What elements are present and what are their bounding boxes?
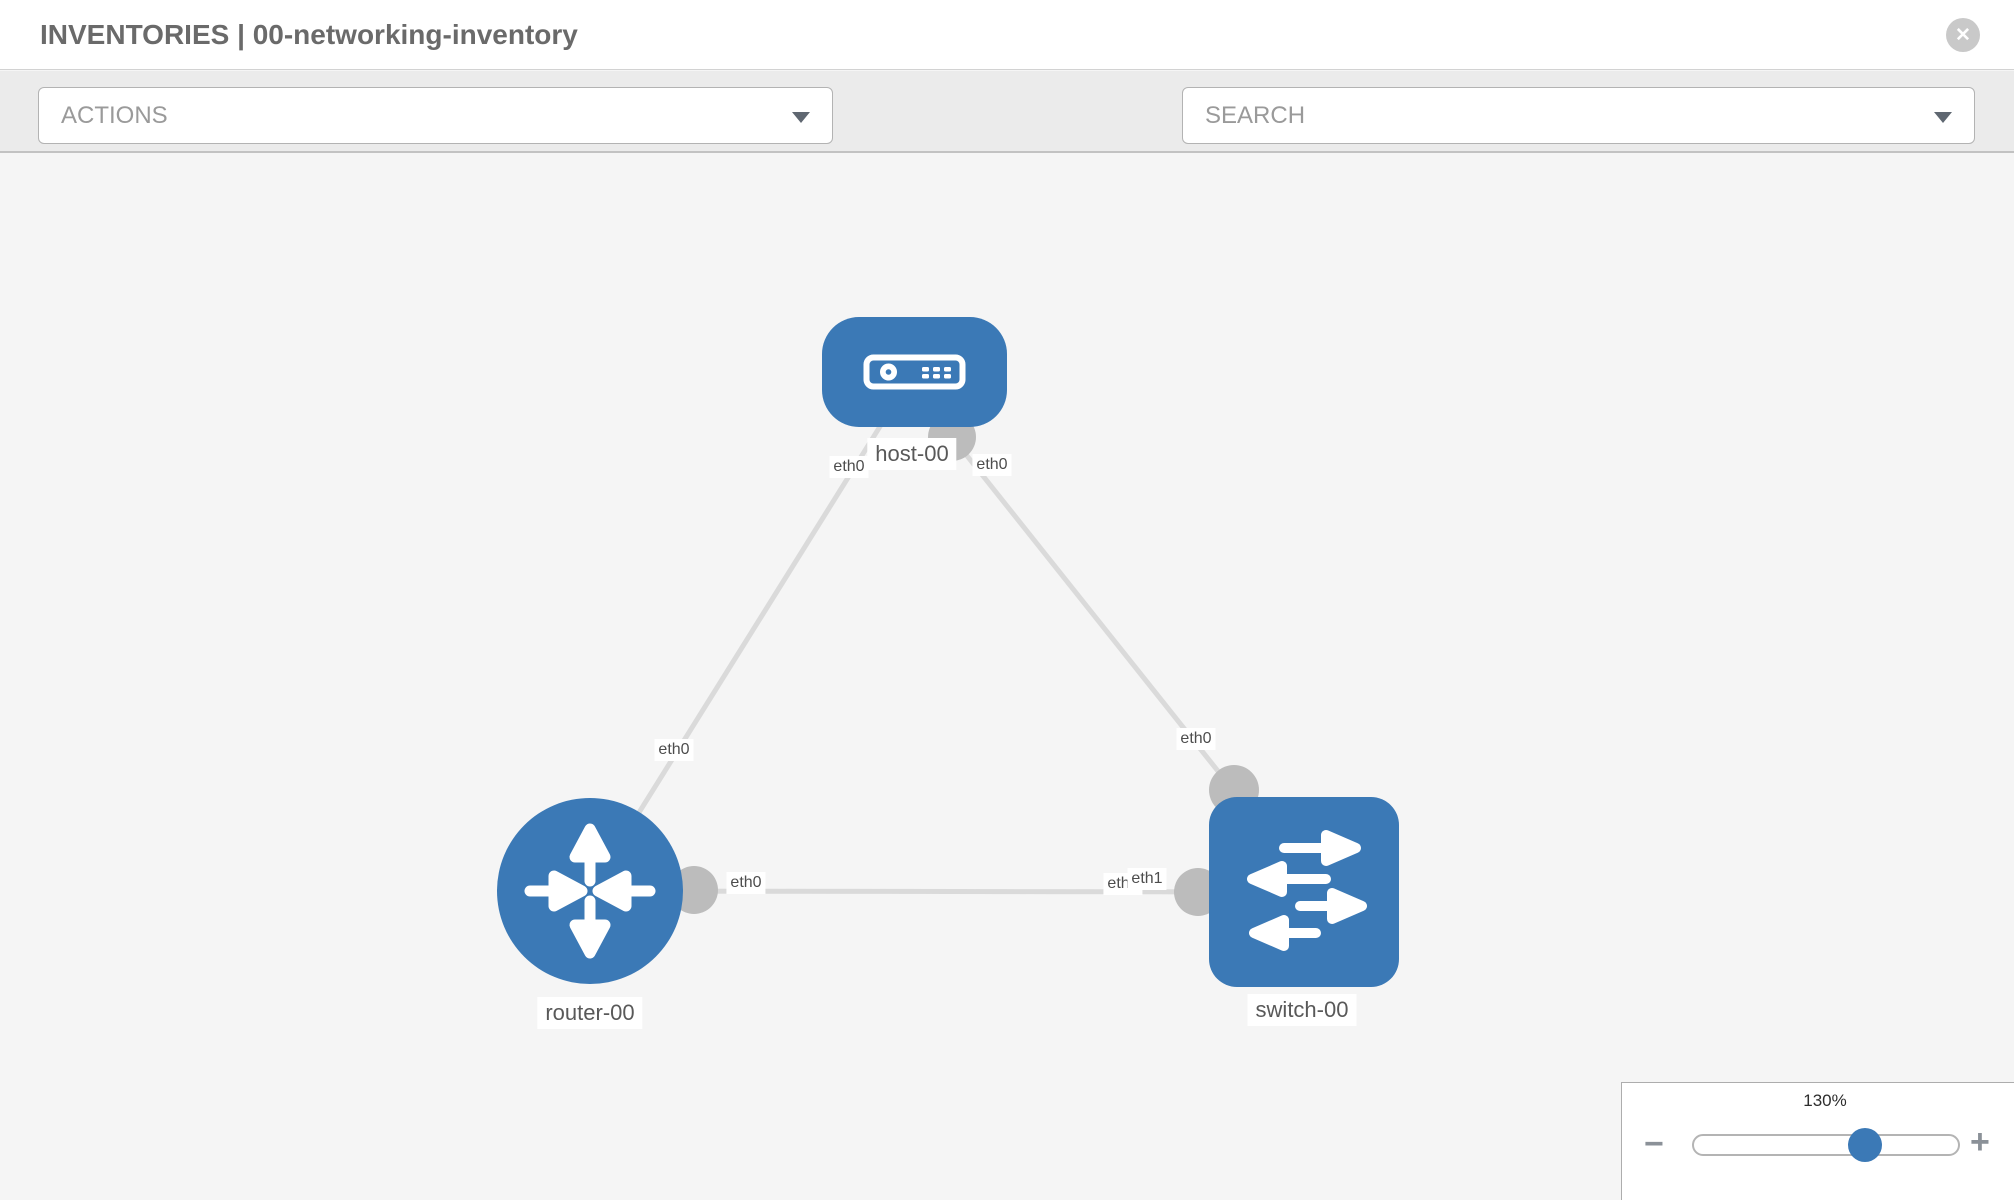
- node-host[interactable]: [822, 317, 1007, 427]
- node-switch[interactable]: [1209, 797, 1399, 987]
- node-label-switch[interactable]: switch-00: [1247, 994, 1357, 1026]
- page-title: INVENTORIES | 00-networking-inventory: [40, 19, 578, 50]
- zoom-slider-track[interactable]: [1692, 1134, 1960, 1156]
- search-dropdown[interactable]: SEARCH: [1182, 87, 1975, 144]
- if-label-host-to-router[interactable]: eth0: [829, 456, 869, 478]
- node-router[interactable]: [497, 798, 683, 984]
- node-label-host[interactable]: host-00: [867, 438, 957, 470]
- node-label-router[interactable]: router-00: [537, 997, 643, 1029]
- if-label-host-to-switch[interactable]: eth0: [972, 454, 1012, 476]
- zoom-out-button[interactable]: −: [1644, 1125, 1664, 1163]
- if-label-router-to-switch[interactable]: eth0: [726, 872, 766, 894]
- link-host-switch[interactable]: [915, 391, 1235, 792]
- close-glyph: ✕: [1955, 24, 1971, 46]
- router-icon: [524, 823, 656, 959]
- zoom-in-button[interactable]: +: [1970, 1123, 1990, 1161]
- close-icon[interactable]: ✕: [1946, 18, 1980, 52]
- actions-dropdown-label: ACTIONS: [61, 102, 168, 129]
- chevron-down-icon: [1934, 112, 1952, 123]
- toolbar: ACTIONS SEARCH: [0, 71, 2014, 196]
- chevron-down-icon: [792, 112, 810, 123]
- zoom-slider-thumb[interactable]: [1848, 1128, 1882, 1162]
- search-dropdown-label: SEARCH: [1205, 102, 1306, 129]
- zoom-level-value: 130%: [1803, 1091, 1847, 1110]
- actions-dropdown[interactable]: ACTIONS: [38, 87, 833, 144]
- switch-icon: [1247, 830, 1367, 951]
- if-label-switch-to-router[interactable]: eth1: [1127, 868, 1167, 890]
- topology-svg: [497, 317, 1399, 987]
- header-bar: INVENTORIES | 00-networking-inventory ✕: [0, 0, 2014, 70]
- topology-canvas[interactable]: eth0 eth0 eth0 eth0 eth0 eth0 eth1 host-…: [0, 153, 2014, 1200]
- if-label-router-to-host[interactable]: eth0: [654, 739, 694, 761]
- if-label-switch-to-host[interactable]: eth0: [1176, 728, 1216, 750]
- host-icon: [863, 354, 966, 390]
- zoom-control-panel: 130% − +: [1621, 1082, 2014, 1200]
